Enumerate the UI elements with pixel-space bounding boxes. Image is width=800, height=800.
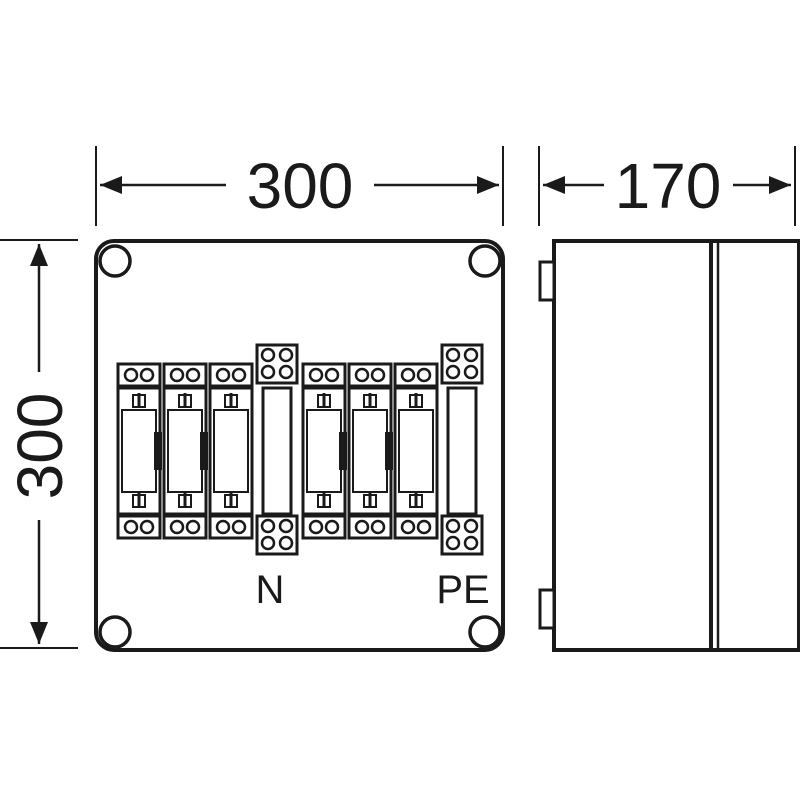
screw-hole-top-right [468,244,502,278]
pe-label: PE [436,568,489,612]
pe-terminal-bottom [440,514,484,556]
breaker-left-pole-2 [162,362,208,540]
breaker-left-handle [154,432,208,470]
depth-value: 170 [615,150,722,222]
breaker-right-pole-2 [347,362,393,540]
n-terminal-bottom [255,514,299,556]
neutral-label: N [256,568,285,612]
breaker-right-handle [339,432,393,470]
n-busbar [261,386,293,516]
breaker-left-pole-3 [208,362,254,540]
pe-terminal-top [440,343,484,385]
screw-hole-bottom-right [468,615,502,649]
side-view [538,239,800,652]
width-value: 300 [247,150,354,222]
hinge-bottom [538,588,556,630]
screw-hole-bottom-left [98,615,132,649]
breaker-right-pole-3 [393,362,439,540]
enclosure-front-outline [94,239,505,652]
terminal-blocks [255,343,484,556]
corner-screw-holes [98,244,502,649]
enclosure-side-outline [552,239,800,652]
width-dimension: 300 [95,146,504,226]
breaker-left-pole-1 [116,362,162,540]
height-dimension: 300 [0,239,78,649]
circuit-breakers [116,362,439,540]
hinge-top [538,260,556,302]
screw-hole-top-left [98,244,132,278]
n-terminal-top [255,343,299,385]
breaker-right-pole-1 [301,362,347,540]
depth-dimension: 170 [538,146,796,226]
height-value: 300 [4,393,76,500]
pe-busbar [446,386,478,516]
front-view: N PE [94,239,505,652]
